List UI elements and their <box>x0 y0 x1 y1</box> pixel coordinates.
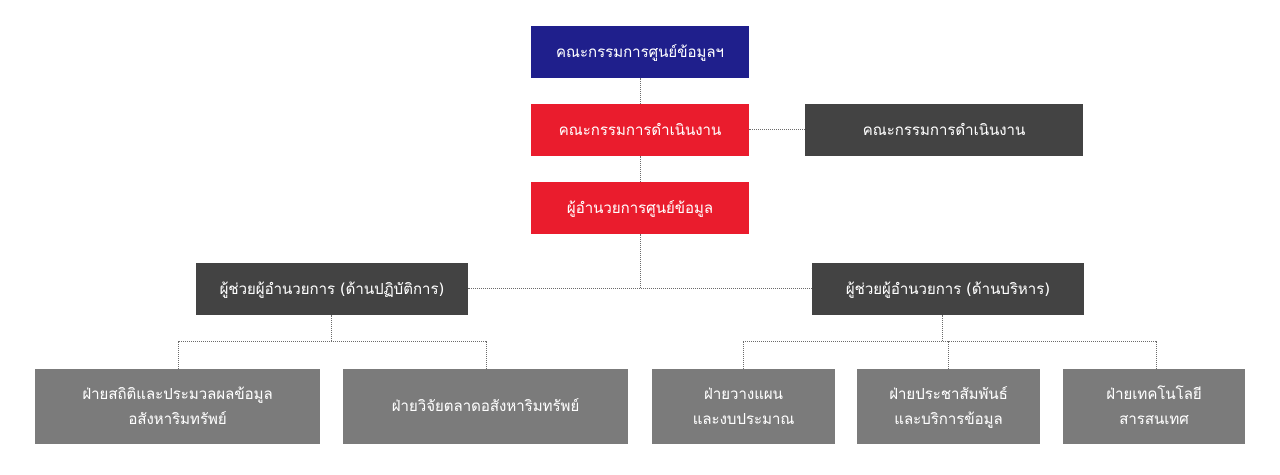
department-box-market-research: ฝ่ายวิจัยตลาดอสังหาริมทรัพย์ <box>343 369 628 444</box>
connector-ops-down <box>331 315 332 341</box>
board-box: คณะกรรมการศูนย์ข้อมูลฯ <box>531 26 749 78</box>
connector-dept-1 <box>178 341 179 369</box>
department-box-it: ฝ่ายเทคโนโลยี สารสนเทศ <box>1063 369 1245 444</box>
department-label-line1: ฝ่ายเทคโนโลยี <box>1106 384 1202 403</box>
board-label: คณะกรรมการศูนย์ข้อมูลฯ <box>556 42 724 61</box>
connector-exec-side <box>749 129 805 130</box>
department-label-line1: ฝ่ายวิจัยตลาดอสังหาริมทรัพย์ <box>391 397 580 415</box>
department-box-public-relations: ฝ่ายประชาสัมพันธ์ และบริการข้อมูล <box>857 369 1040 444</box>
department-label-line1: ฝ่ายประชาสัมพันธ์ <box>889 384 1008 403</box>
department-label-line2: และบริการข้อมูล <box>894 409 1003 428</box>
director-label: ผู้อำนวยการศูนย์ข้อมูล <box>566 198 714 217</box>
connector-dept-4 <box>948 341 949 369</box>
connector-ops-branch <box>178 341 486 342</box>
connector-assistants <box>468 288 812 289</box>
assistant-administration-box: ผู้ช่วยผู้อำนวยการ (ด้านบริหาร) <box>812 263 1084 315</box>
department-box-planning: ฝ่ายวางแผน และงบประมาณ <box>652 369 835 444</box>
executive-committee-label: คณะกรรมการดำเนินงาน <box>558 120 722 139</box>
connector-board-exec <box>640 78 641 104</box>
connector-dept-5 <box>1156 341 1157 369</box>
connector-director-trunk <box>640 234 641 288</box>
connector-dept-3 <box>743 341 744 369</box>
department-label-line1: ฝ่ายวางแผน <box>704 384 783 403</box>
department-box-statistics: ฝ่ายสถิติและประมวลผลข้อมูล อสังหาริมทรัพ… <box>35 369 320 444</box>
assistant-administration-label: ผู้ช่วยผู้อำนวยการ (ด้านบริหาร) <box>845 279 1051 298</box>
side-committee-box: คณะกรรมการดำเนินงาน <box>805 104 1083 156</box>
executive-committee-box: คณะกรรมการดำเนินงาน <box>531 104 749 156</box>
department-label-line1: ฝ่ายสถิติและประมวลผลข้อมูล <box>82 384 273 403</box>
department-label-line2: สารสนเทศ <box>1119 409 1189 428</box>
connector-dept-2 <box>486 341 487 369</box>
assistant-operations-box: ผู้ช่วยผู้อำนวยการ (ด้านปฏิบัติการ) <box>196 263 468 315</box>
connector-exec-director <box>640 156 641 182</box>
connector-admin-branch <box>743 341 1156 342</box>
department-label-line2: และงบประมาณ <box>692 409 795 428</box>
department-label-line2: อสังหาริมทรัพย์ <box>128 409 227 428</box>
assistant-operations-label: ผู้ช่วยผู้อำนวยการ (ด้านปฏิบัติการ) <box>219 279 445 298</box>
side-committee-label: คณะกรรมการดำเนินงาน <box>862 120 1026 139</box>
connector-admin-down <box>942 315 943 341</box>
director-box: ผู้อำนวยการศูนย์ข้อมูล <box>531 182 749 234</box>
